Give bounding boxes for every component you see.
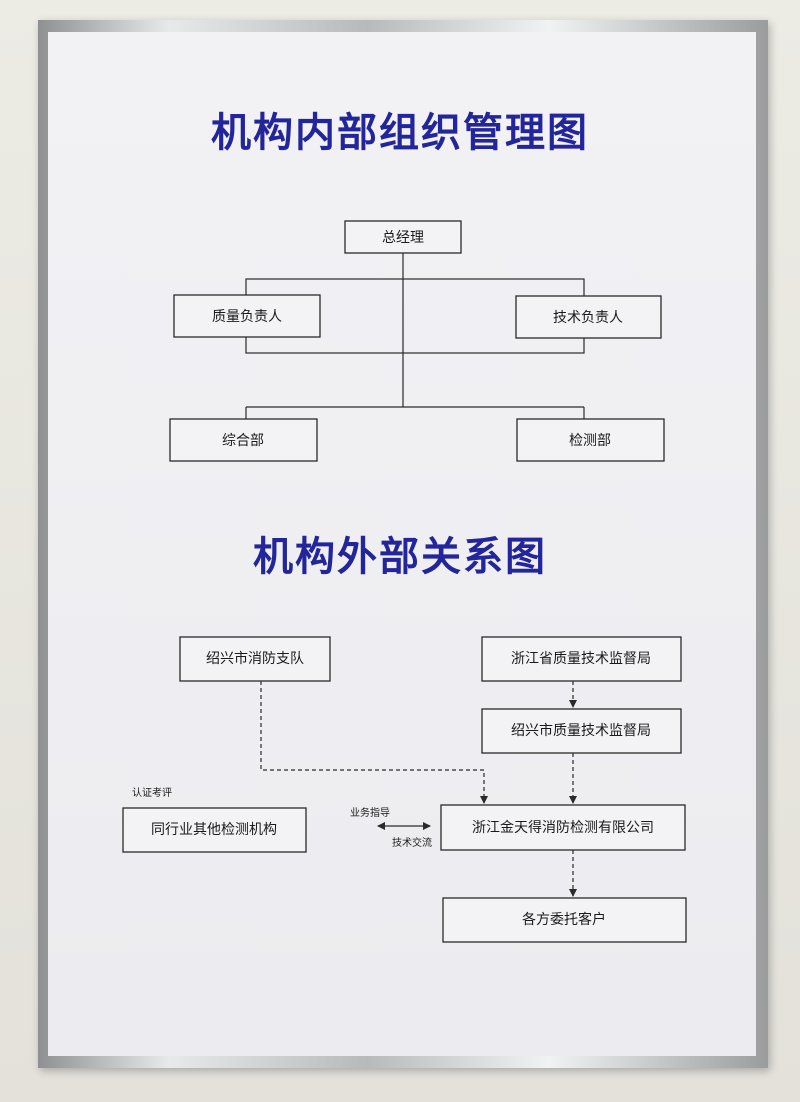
technical-head-label: 技术负责人 <box>553 310 623 326</box>
box-company: 浙江金天得消防检测有限公司 <box>440 804 686 851</box>
internal-chart-title: 机构内部组织管理图 <box>211 110 589 156</box>
general-manager-label: 总经理 <box>382 230 424 246</box>
box-technical-head: 技术负责人 <box>515 295 662 339</box>
external-chart-title: 机构外部关系图 <box>253 534 547 580</box>
clients-label: 各方委托客户 <box>522 911 606 928</box>
box-city-bureau: 绍兴市质量技术监督局 <box>481 708 682 754</box>
box-provincial-bureau: 浙江省质量技术监督局 <box>481 636 682 682</box>
guidance-label: 业务指导 <box>350 806 390 819</box>
fire-brigade-label: 绍兴市消防支队 <box>206 650 304 667</box>
exchange-label: 技术交流 <box>392 836 432 849</box>
box-general-manager: 总经理 <box>344 220 462 254</box>
company-label: 浙江金天得消防检测有限公司 <box>472 819 654 836</box>
certification-label: 认证考评 <box>132 786 172 799</box>
box-peer-institutions: 同行业其他检测机构 <box>122 807 307 853</box>
quality-head-label: 质量负责人 <box>212 309 282 325</box>
box-quality-head: 质量负责人 <box>173 294 321 338</box>
external-connectors <box>260 681 577 897</box>
sign-board <box>48 32 756 1056</box>
testing-dept-label: 检测部 <box>569 433 611 449</box>
provincial-bureau-label: 浙江省质量技术监督局 <box>511 651 651 667</box>
box-testing-dept: 检测部 <box>516 418 665 462</box>
city-bureau-label: 绍兴市质量技术监督局 <box>511 722 651 739</box>
box-general-dept: 综合部 <box>169 418 318 462</box>
fire-brigade-to-company-arrow <box>260 681 488 804</box>
box-clients: 各方委托客户 <box>442 897 687 943</box>
box-fire-brigade: 绍兴市消防支队 <box>179 636 331 682</box>
general-dept-label: 综合部 <box>222 433 264 449</box>
peer-institutions-label: 同行业其他检测机构 <box>151 822 277 838</box>
